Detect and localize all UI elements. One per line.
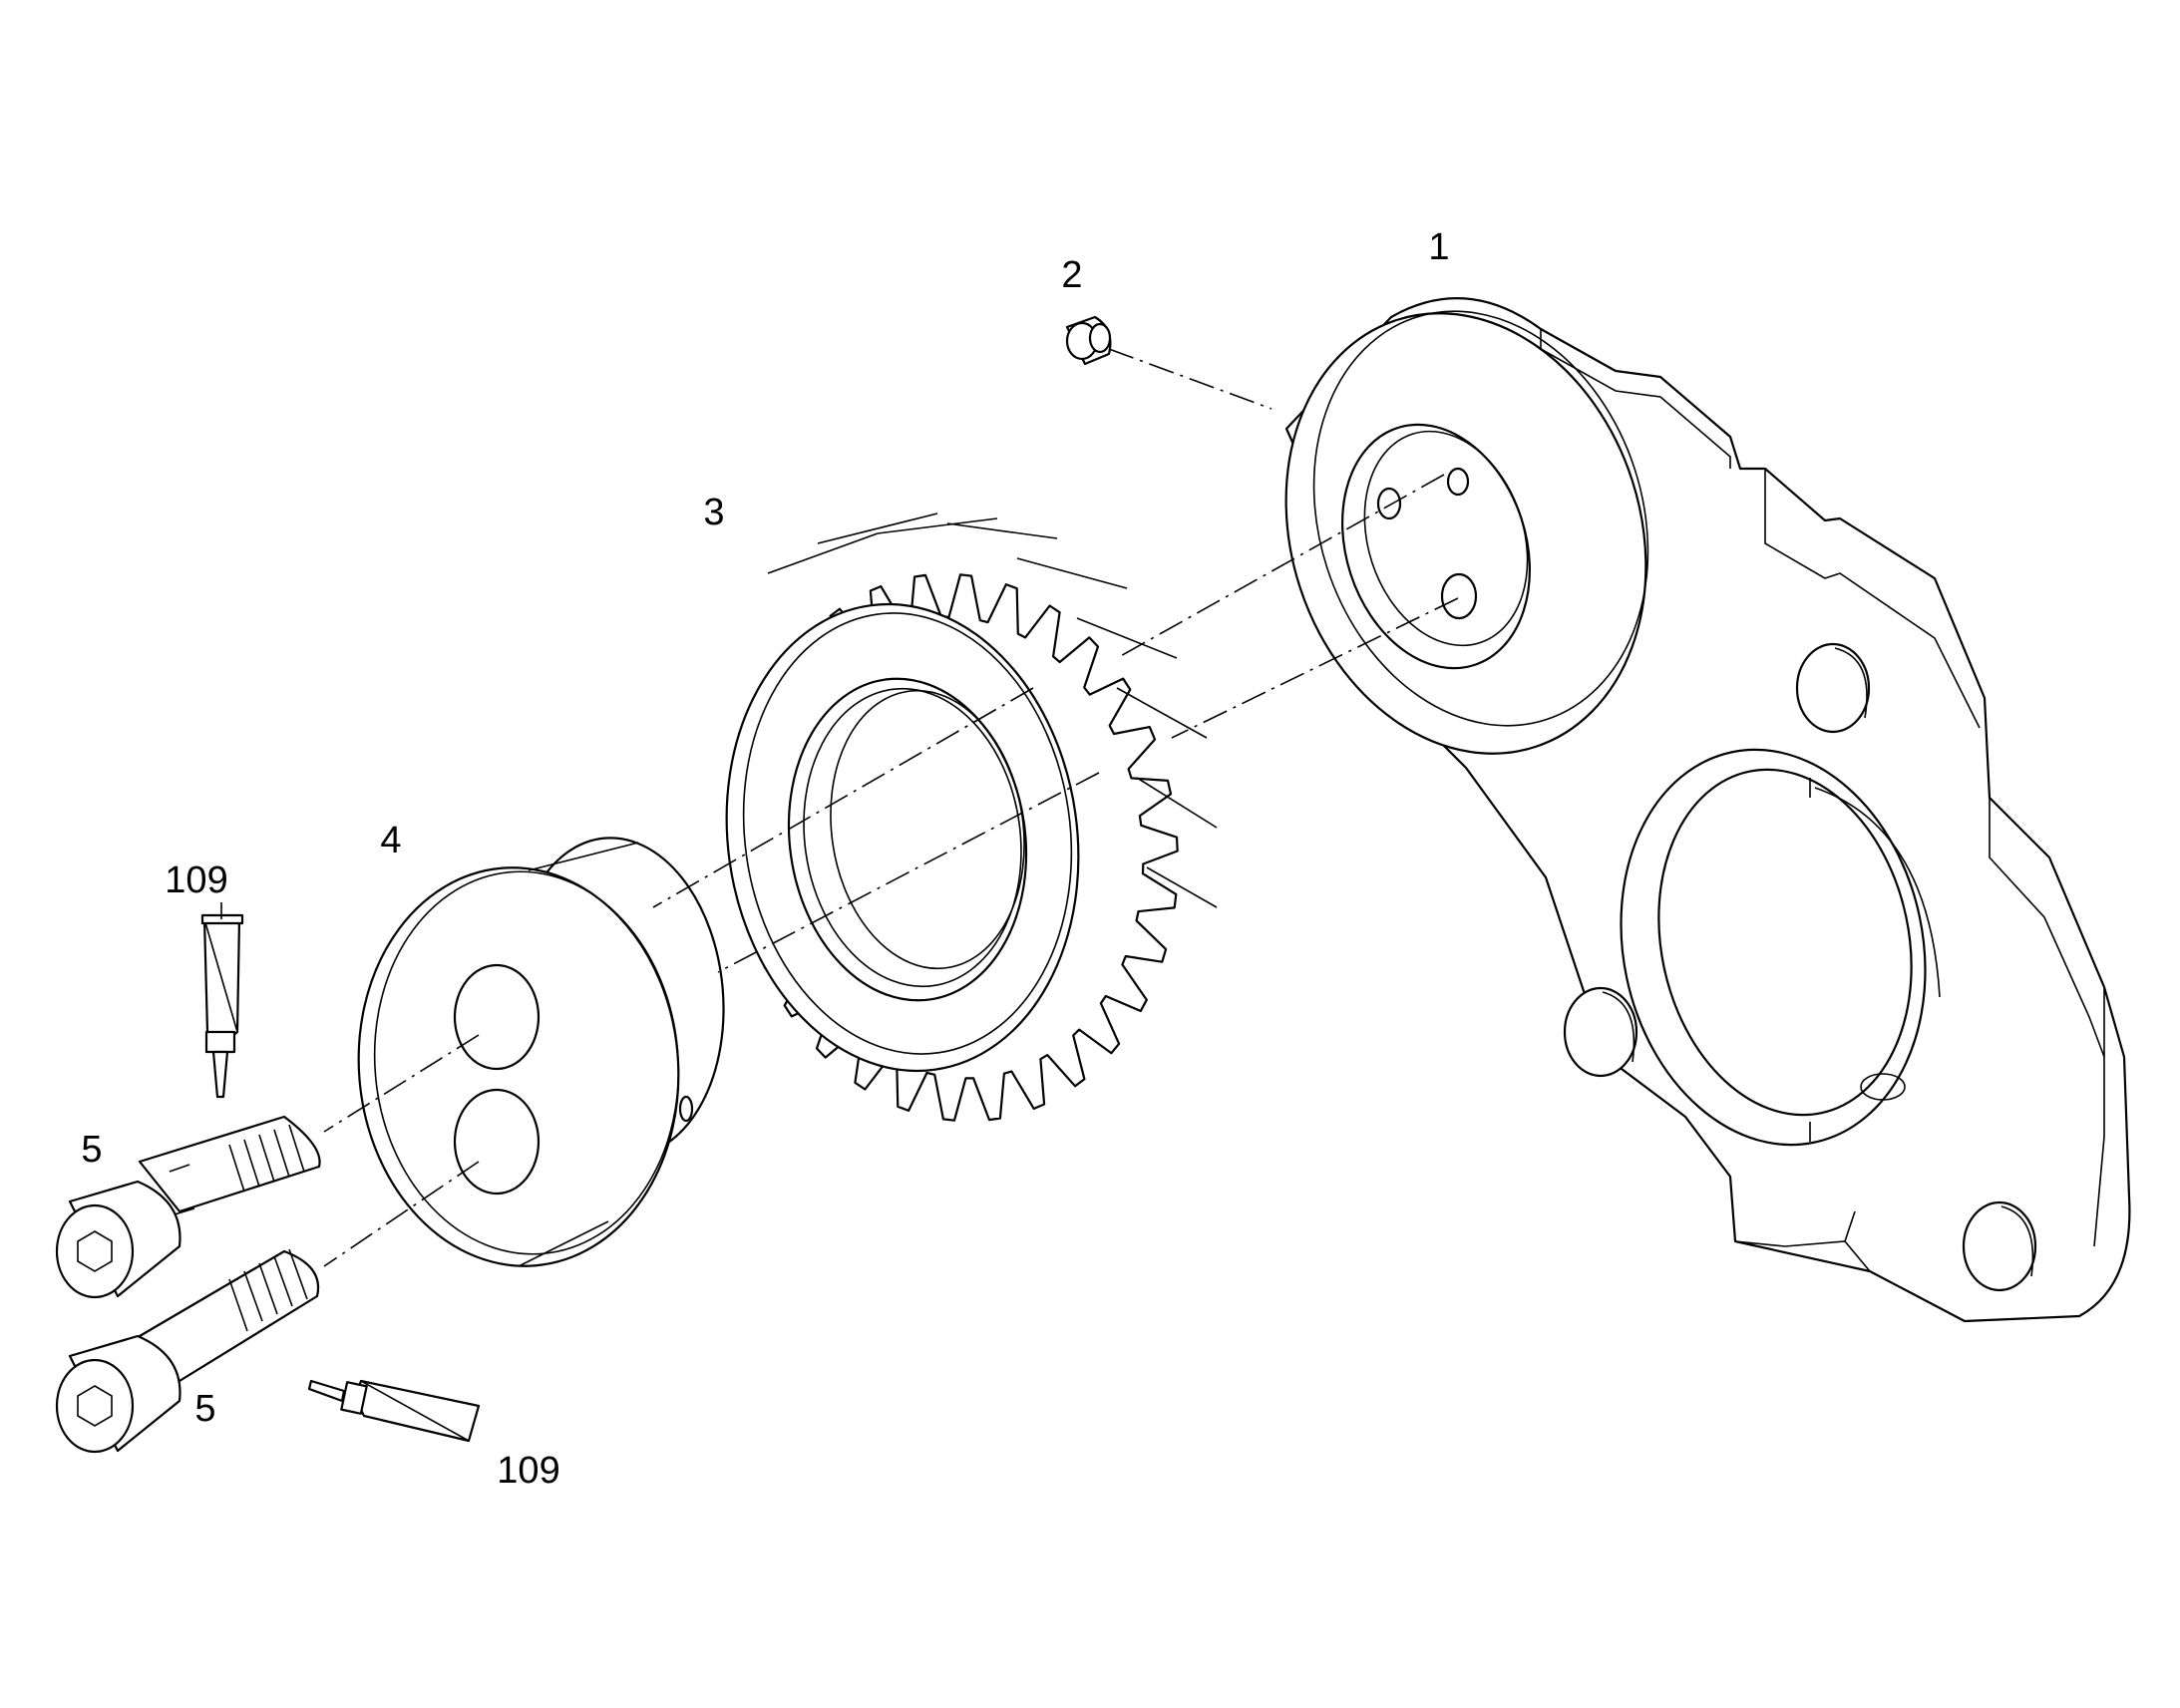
adhesive-tube-lower [307,1379,481,1443]
callout-labels: 1 2 3 4 109 5 5 109 [81,226,1449,1492]
housing [1284,297,2131,1323]
screw-lower [55,1248,320,1454]
callout-gear: 3 [703,492,724,533]
screw-upper [55,1115,321,1299]
callout-adhesive-lower: 109 [497,1450,559,1492]
assembly-axes [323,348,1459,1267]
callout-hub: 4 [380,820,401,861]
callout-screw-upper: 5 [81,1129,102,1171]
dowel-pin [1065,315,1112,366]
callout-adhesive-upper: 109 [165,859,227,901]
callout-screw-lower: 5 [194,1388,215,1430]
callout-dowel-pin: 2 [1061,254,1082,296]
adhesive-tube-upper [200,913,244,1099]
callout-housing: 1 [1428,226,1449,268]
hub [357,837,725,1267]
gear [725,512,1218,1122]
